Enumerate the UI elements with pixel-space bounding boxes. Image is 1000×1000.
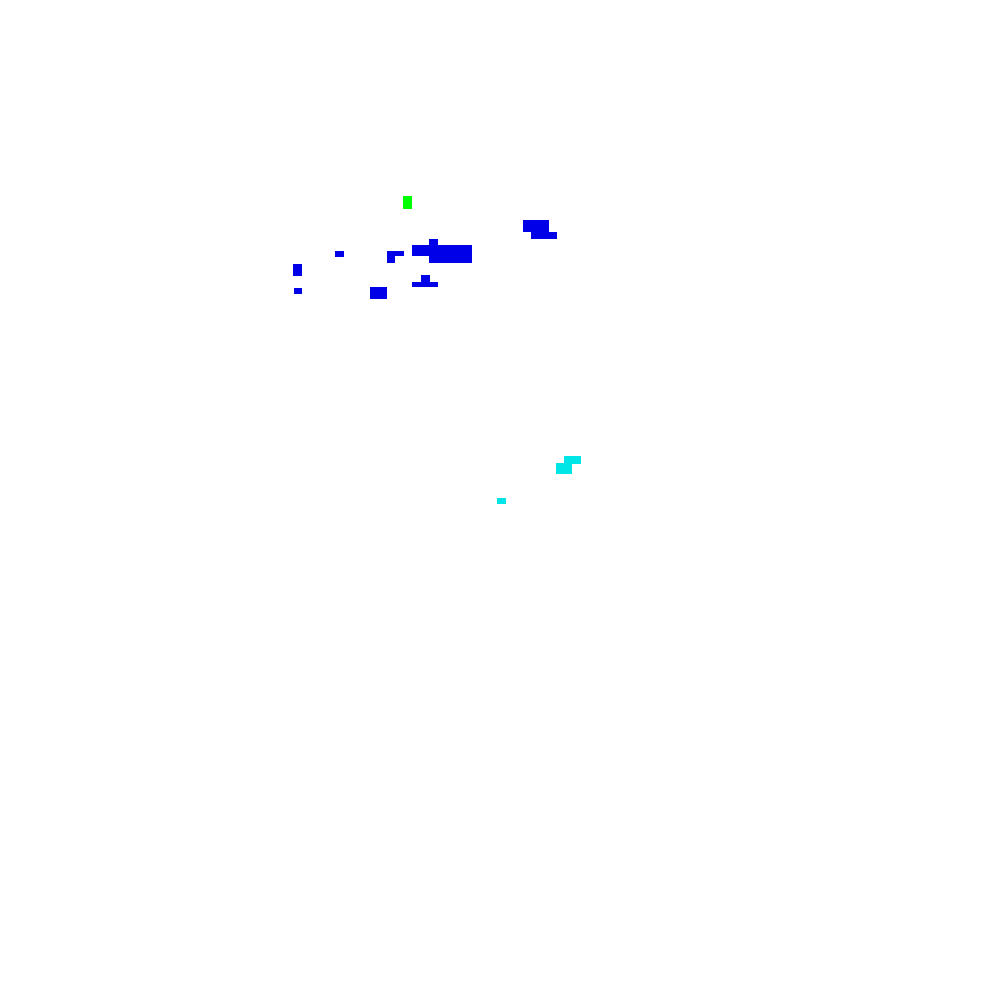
blue-pixel-blob [294,288,302,294]
blue-pixel-blob [531,232,557,239]
blue-pixel-blob [387,256,395,263]
blue-pixel-blob [523,220,549,232]
blue-pixel-blob [421,275,430,282]
blue-pixel-blob [293,264,302,276]
green-pixel-blob [403,196,412,209]
cyan-pixel-blob [564,456,581,464]
blue-pixel-blob [412,282,438,287]
blue-pixel-blob [387,251,404,256]
blue-pixel-blob [429,239,438,247]
blue-pixel-blob [335,251,344,257]
blue-pixel-blob [370,287,387,299]
blue-pixel-blob [429,256,472,263]
cyan-pixel-blob [556,463,572,474]
cyan-pixel-blob [497,498,506,504]
blue-pixel-blob [412,245,472,256]
